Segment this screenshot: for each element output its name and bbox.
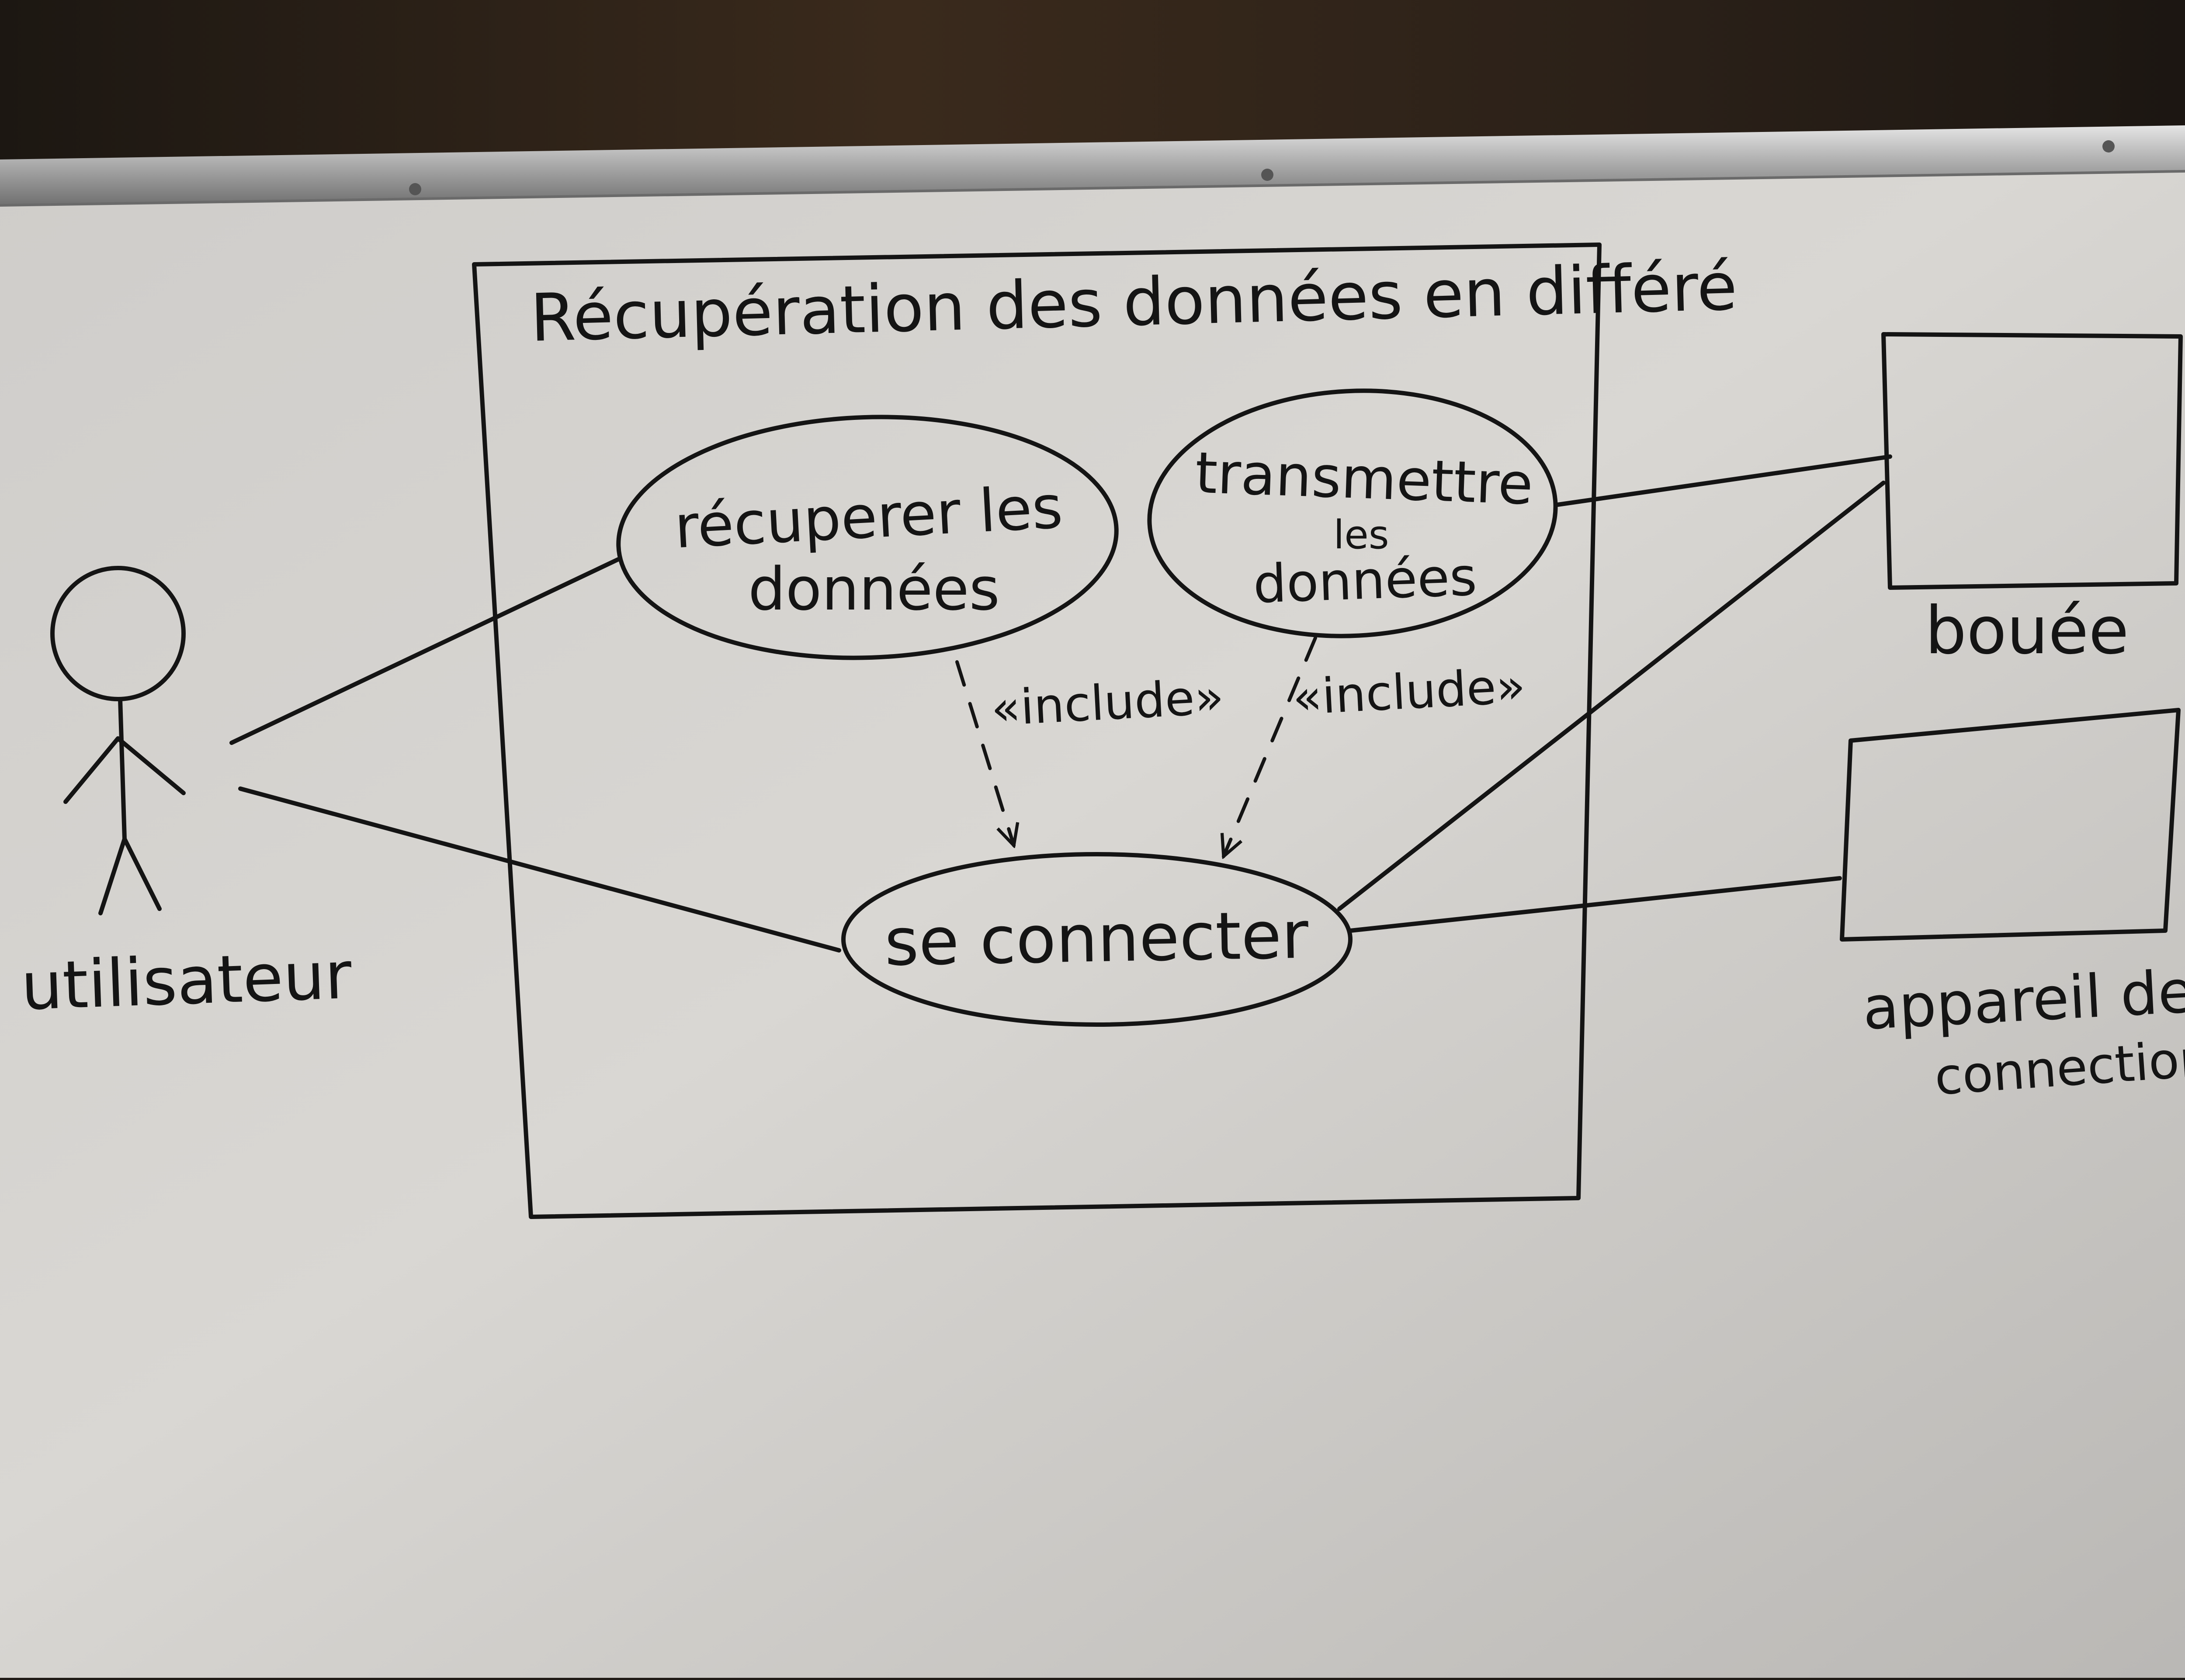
whiteboard-surface [0, 171, 2185, 1678]
association-user-retrieve [229, 557, 621, 745]
actor-buoy-label: bouée [1925, 593, 2129, 669]
include-arrow-right [1224, 636, 1317, 856]
include-label-left: «include» [990, 669, 1225, 737]
association-connect-device [1348, 876, 1842, 933]
use-case-retrieve-label-2: données [748, 555, 1000, 624]
use-case-connect-label: se connecter [884, 897, 1309, 981]
actor-buoy-box [1881, 332, 2183, 590]
use-case-transmit-label-3: données [1252, 547, 1477, 615]
whiteboard-frame [0, 125, 2185, 205]
actor-device-label-1: appareil de [1861, 957, 2185, 1043]
actor-device-box [1840, 708, 2181, 942]
frame-edge [0, 170, 2185, 207]
frame-screw [1261, 169, 1273, 181]
use-case-connect [841, 852, 1353, 1027]
frame-screw [409, 183, 421, 195]
use-case-transmit-label-2: les [1333, 512, 1389, 558]
system-boundary [472, 242, 1602, 1219]
actor-user-label: utilisateur [20, 938, 353, 1025]
association-transmit-buoy [1556, 454, 1892, 507]
use-case-transmit-data [1147, 388, 1558, 638]
actor-user-figure [50, 566, 186, 915]
association-user-connect [238, 786, 841, 953]
include-arrow-left [955, 660, 1014, 845]
include-label-right: «include» [1291, 658, 1527, 726]
use-case-transmit-label-1: transmettre [1194, 440, 1534, 518]
association-connect-buoy [1337, 481, 1886, 911]
frame-screw [2102, 140, 2115, 152]
use-case-retrieve-data [616, 415, 1119, 660]
